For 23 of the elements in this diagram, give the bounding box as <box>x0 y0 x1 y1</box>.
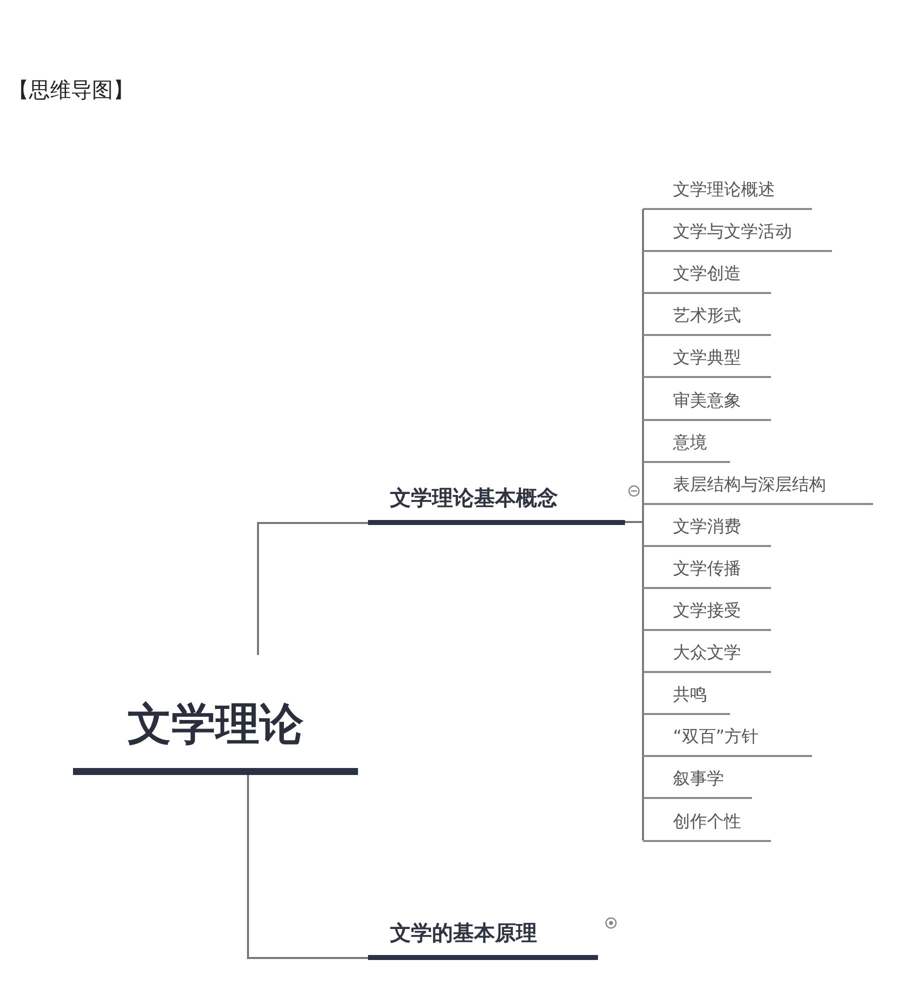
subtopic-item: 意境 <box>643 422 730 463</box>
subtopic-item: 文学典型 <box>643 338 771 378</box>
heading: 【思维导图】 <box>8 77 134 104</box>
subtopic-item: 文学创造 <box>643 254 771 294</box>
branch-topic: 文学的基本原理 <box>368 902 598 960</box>
subtopic-item: 文学理论概述 <box>643 170 812 210</box>
connector-line <box>247 775 368 959</box>
subtopic-item: 表层结构与深层结构 <box>643 464 873 505</box>
subtopic-item: 艺术形式 <box>643 296 771 336</box>
connector-line <box>624 208 644 842</box>
connector-line <box>257 522 368 655</box>
subtopic-item: 文学与文学活动 <box>643 212 832 252</box>
subtopic-item: 审美意象 <box>643 380 771 420</box>
subtopic-item: 文学消费 <box>643 506 771 547</box>
subtopic-item: 文学传播 <box>643 548 771 589</box>
branch-topic: 文学理论基本概念 <box>368 470 625 525</box>
subtopic-item: 共鸣 <box>643 675 730 716</box>
subtopic-item: 叙事学 <box>643 759 752 800</box>
subtopic-item: 文学接受 <box>643 591 771 631</box>
subtopic-item: “双百”方针 <box>643 717 812 758</box>
central-topic: 文学理论 <box>73 655 358 775</box>
subtopic-item: 创作个性 <box>643 802 771 842</box>
subtopic-item: 大众文学 <box>643 633 771 674</box>
